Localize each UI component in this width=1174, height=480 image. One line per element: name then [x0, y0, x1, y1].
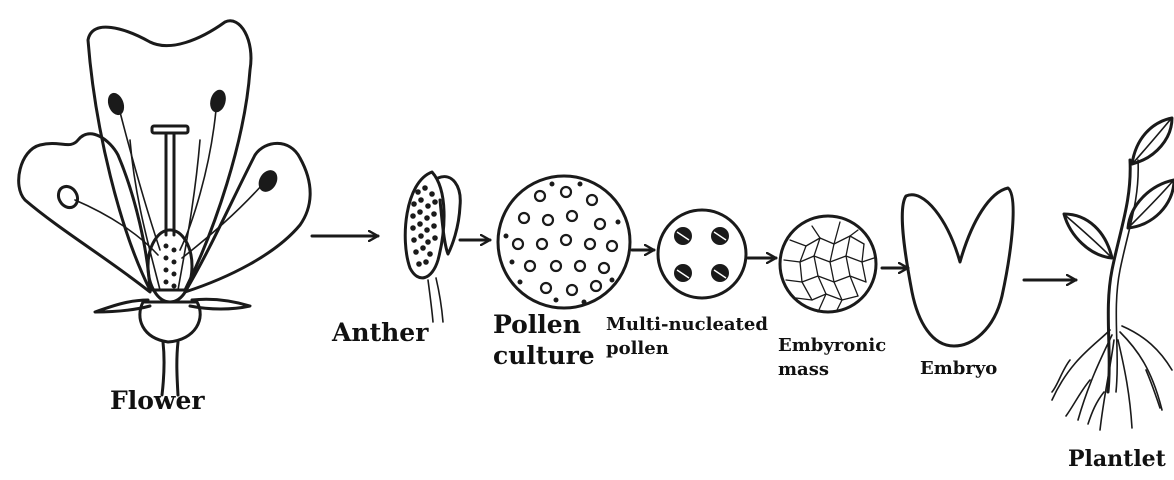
- receptacle: [140, 302, 200, 342]
- plantlet-illustration: [1052, 118, 1174, 430]
- flower-illustration: [19, 21, 310, 395]
- flower-petal-left: [19, 134, 150, 292]
- flower-petal-back: [88, 21, 251, 290]
- label-anther: Anther: [332, 320, 428, 346]
- flower-petal-right: [185, 143, 310, 292]
- label-multi-nucleated-pollen: Multi-nucleated pollen: [606, 313, 768, 362]
- label-flower: Flower: [110, 388, 205, 414]
- pollen-culture-illustration: [498, 176, 630, 308]
- label-embryonic-mass: Embyronic mass: [778, 334, 886, 383]
- label-embryo: Embryo: [920, 360, 997, 379]
- label-pollen-culture: Pollen culture: [493, 309, 595, 372]
- embryo-illustration: [902, 188, 1013, 346]
- label-plantlet: Plantlet: [1068, 448, 1166, 471]
- multinucleated-pollen-illustration: [658, 210, 746, 298]
- stigma: [152, 126, 188, 133]
- embryonic-mass-illustration: [780, 216, 876, 312]
- anther-illustration: [405, 172, 460, 322]
